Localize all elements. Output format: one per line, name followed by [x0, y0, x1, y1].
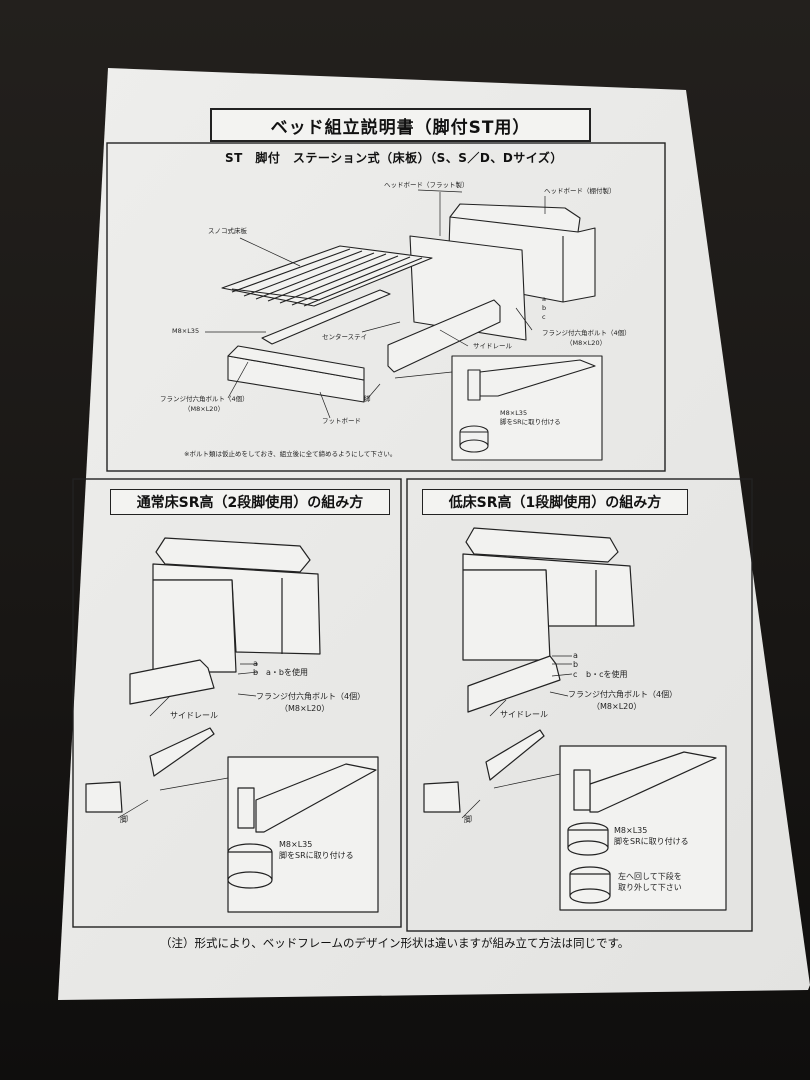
- main-exploded-drawing: [221, 203, 603, 461]
- right-mark-c: c: [573, 670, 578, 679]
- right-detail-bolt: M8×L35: [614, 826, 648, 835]
- main-leader-lines: [205, 189, 546, 419]
- label-slat-floor: スノコ式床板: [208, 227, 247, 235]
- label-mark-b: b: [542, 304, 547, 312]
- right-detail-attach: 脚をSRに取り付ける: [614, 837, 689, 846]
- right-small-rail: [485, 729, 545, 781]
- left-leg-label: 脚: [120, 815, 128, 824]
- label-mark-c: c: [542, 313, 546, 321]
- right-section-drawing: [423, 527, 727, 911]
- right-side-rail-label: サイドレール: [500, 710, 548, 719]
- right-side-rail: [467, 655, 561, 713]
- left-mark-b: b: [253, 668, 259, 677]
- right-flange-bolt: フランジ付六角ボルト（4個）: [568, 690, 678, 699]
- left-leader-lines: [117, 663, 259, 819]
- label-headboard-shelf: ヘッドボード（棚付製）: [544, 187, 616, 195]
- label-flange-bolt-size: （M8×L20）: [566, 339, 607, 347]
- right-footboard: [423, 781, 461, 813]
- left-ab-use: a・bを使用: [266, 668, 308, 677]
- left-mark-a: a: [253, 659, 258, 668]
- right-detail-remove-2: 取り外して下さい: [618, 883, 682, 892]
- label-headboard-flat: ヘッドボード（フラット製）: [384, 181, 469, 189]
- left-footboard: [85, 781, 123, 813]
- bolt-note: ※ボルト類は仮止めをしておき、組立後に全て締めるようにして下さい。: [184, 450, 397, 458]
- label-flange-bolt: フランジ付六角ボルト（4個）: [542, 329, 631, 337]
- main-diagram-frame: [106, 142, 666, 472]
- left-flange-bolt: フランジ付六角ボルト（4個）: [256, 692, 366, 701]
- right-mark-a: a: [573, 651, 578, 660]
- document-subtitle: ST 脚付 ステーション式（床板）（S、S／D、Dサイズ）: [225, 151, 563, 165]
- label-side-rail: サイドレール: [473, 342, 512, 350]
- label-center-stay: センターステイ: [322, 333, 368, 341]
- footnote: （注）形式により、ベッドフレームのデザイン形状は違いますが組み立て方法は同じです…: [160, 936, 630, 950]
- left-flange-bolt-size: （M8×L20）: [280, 704, 330, 713]
- side-rail: [387, 299, 501, 373]
- left-small-rail: [149, 727, 215, 777]
- left-side-rail-label: サイドレール: [170, 711, 218, 720]
- label-detail-bolt: M8×L35: [500, 409, 528, 417]
- label-flange-bolt-left-size: （M8×L20）: [184, 405, 225, 413]
- label-leg: 脚: [364, 395, 371, 403]
- left-section-frame: [72, 478, 402, 928]
- left-section-drawing: [85, 537, 379, 913]
- center-stay: [261, 289, 391, 345]
- right-mark-b: b: [573, 660, 579, 669]
- right-flange-bolt-size: （M8×L20）: [592, 702, 642, 711]
- label-flange-bolt-left: フランジ付六角ボルト（4個）: [160, 395, 249, 403]
- slat-floor: [221, 245, 433, 307]
- left-side-rail: [129, 659, 215, 705]
- left-headboard-top: [155, 537, 311, 573]
- left-detail-attach: 脚をSRに取り付ける: [279, 851, 354, 860]
- right-bc-use: b・cを使用: [586, 670, 628, 679]
- left-detail-bolt: M8×L35: [279, 840, 313, 849]
- right-detail-remove-1: 左へ回して下段を: [618, 872, 682, 881]
- label-mark-a: a: [542, 295, 546, 303]
- label-detail-attach: 脚をSRに取り付ける: [500, 418, 561, 426]
- right-leg-label: 脚: [464, 815, 472, 824]
- right-leader-lines: [461, 655, 573, 819]
- right-headboard-top: [465, 527, 619, 563]
- document-title: ベッド組立説明書（脚付ST用）: [210, 108, 591, 142]
- right-section-frame: [406, 478, 753, 932]
- label-bolt-m8-l35: M8×L35: [172, 327, 200, 335]
- right-section-title: 低床SR高（1段脚使用）の組み方: [422, 489, 688, 515]
- label-footboard: フットボード: [322, 417, 361, 425]
- left-section-title: 通常床SR高（2段脚使用）の組み方: [110, 489, 390, 515]
